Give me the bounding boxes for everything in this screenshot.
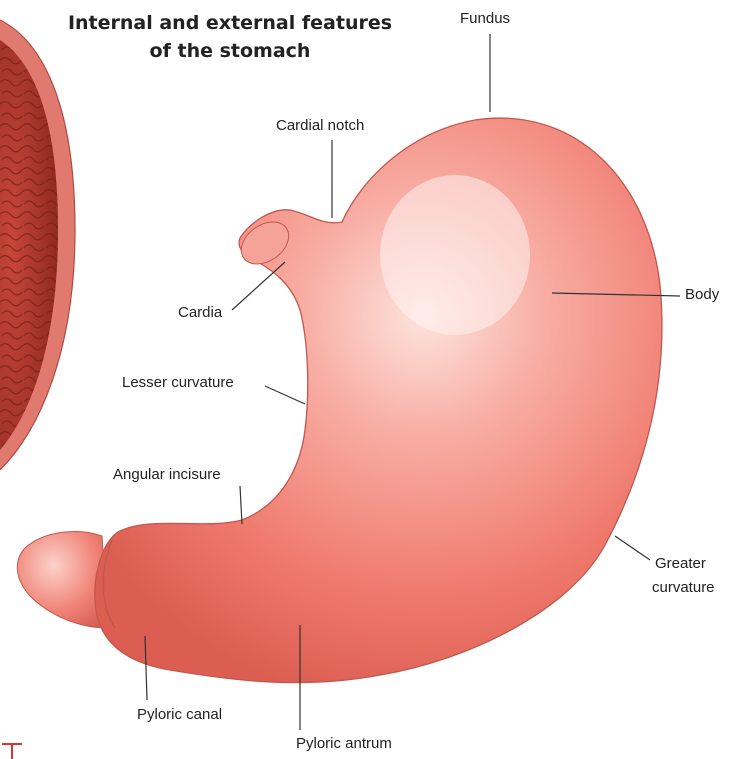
opened-stomach-section xyxy=(0,20,75,470)
label-greater-curvature-line2: curvature xyxy=(652,579,715,597)
label-angular-incisure: Angular incisure xyxy=(113,466,221,484)
label-cardial-notch: Cardial notch xyxy=(276,117,364,135)
label-body: Body xyxy=(685,286,719,304)
label-greater-curvature-line1: Greater xyxy=(655,555,706,573)
diagram-title-line1: Internal and external features xyxy=(60,10,400,36)
label-pyloric-canal: Pyloric canal xyxy=(137,706,222,724)
stomach-main xyxy=(95,118,662,683)
label-cardia: Cardia xyxy=(178,304,222,322)
body-highlight xyxy=(380,175,530,335)
label-pyloric-antrum: Pyloric antrum xyxy=(296,735,392,753)
edge-mark xyxy=(2,744,22,759)
pylorus-tip xyxy=(17,532,108,628)
label-fundus: Fundus xyxy=(460,10,510,28)
label-lesser-curvature: Lesser curvature xyxy=(122,374,234,392)
diagram-title-line2: of the stomach xyxy=(60,38,400,64)
